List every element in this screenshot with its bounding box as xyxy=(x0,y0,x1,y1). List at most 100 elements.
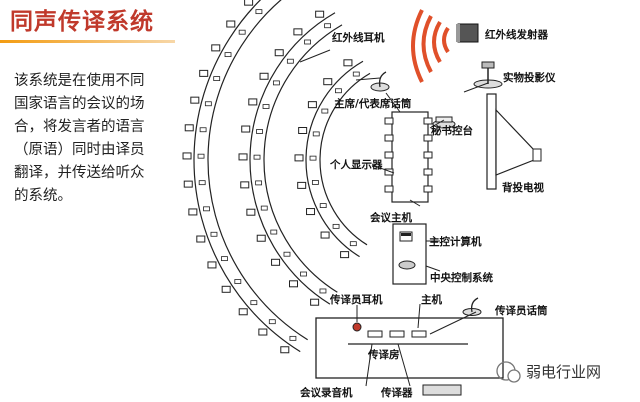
ir-transmitter-icon xyxy=(457,23,479,43)
projection-screen xyxy=(486,93,497,190)
seating-arc xyxy=(193,0,301,353)
desk-unit-icon xyxy=(384,117,394,125)
seat-unit-icon xyxy=(289,335,297,341)
document-camera-icon xyxy=(473,61,503,89)
seat-earphone-icon xyxy=(343,59,353,67)
seat-earphone-icon xyxy=(190,96,200,104)
label-main-control-computer: 主控计算机 xyxy=(429,235,482,248)
desk-unit-icon xyxy=(423,185,433,193)
desk-unit-icon xyxy=(423,151,433,159)
seat-unit-icon xyxy=(321,108,329,114)
seat-earphone-icon xyxy=(310,298,320,306)
seat-earphone-icon xyxy=(258,328,268,336)
seat-earphone-icon xyxy=(199,69,209,77)
audience-seats xyxy=(182,0,360,354)
seat-earphone-icon xyxy=(256,234,266,242)
interpreter-unit-icon xyxy=(389,330,405,338)
label-central-control-system: 中央控制系统 xyxy=(430,271,493,284)
seat-earphone-icon xyxy=(246,208,256,216)
seat-earphone-icon xyxy=(238,153,248,161)
seat-unit-icon xyxy=(199,127,207,133)
interpreter-booth xyxy=(315,317,504,379)
label-secretary-desk: 秘书控台 xyxy=(431,124,473,137)
seat-unit-icon xyxy=(213,76,221,81)
seat-earphone-icon xyxy=(274,49,284,57)
desk-unit-icon xyxy=(384,185,394,193)
label-interpreter-booth: 传译房 xyxy=(367,348,400,361)
seat-unit-icon xyxy=(304,39,311,45)
desk-unit-icon xyxy=(423,134,433,142)
seat-unit-icon xyxy=(224,52,232,58)
seating-arc xyxy=(249,12,336,305)
seat-earphone-icon xyxy=(340,251,350,259)
seat-earphone-icon xyxy=(184,124,194,132)
watermark: 弱电行业网 xyxy=(496,361,601,383)
label-conference-host: 会议主机 xyxy=(370,211,412,224)
seating-arc xyxy=(207,0,308,341)
seat-unit-icon xyxy=(283,251,291,257)
seat-unit-icon xyxy=(221,256,228,262)
seat-earphone-icon xyxy=(207,261,217,269)
interpreter-earphone-icon xyxy=(352,322,362,332)
seat-earphone-icon xyxy=(182,152,192,160)
description-line: 翻译，并传送给听众 xyxy=(14,165,145,181)
description-text: 该系统是在使用不同 国家语言的会议的场 合，将发言者的语言 （原语）同时由译员 … xyxy=(14,70,164,208)
seat-unit-icon xyxy=(210,231,218,237)
seat-earphone-icon xyxy=(280,346,290,354)
seat-unit-icon xyxy=(262,104,270,109)
seat-earphone-icon xyxy=(183,180,193,188)
label-conference-recorder: 会议录音机 xyxy=(300,386,353,399)
seat-earphone-icon xyxy=(297,181,307,189)
label-interpreter-mic: 传译员话筒 xyxy=(494,304,548,317)
label-rear-projection-tv: 背投电视 xyxy=(502,181,544,194)
seat-unit-icon xyxy=(319,203,327,208)
desk-unit-icon xyxy=(423,117,433,125)
description-line: 合，将发言者的语言 xyxy=(14,119,145,135)
seat-earphone-icon xyxy=(211,44,221,52)
projector-lens-icon xyxy=(532,148,542,162)
seat-unit-icon xyxy=(272,80,280,86)
conference-desk xyxy=(391,111,429,203)
seat-earphone-icon xyxy=(241,125,251,133)
seating-arc xyxy=(305,60,364,258)
desk-unit-icon xyxy=(384,151,394,159)
seat-unit-icon xyxy=(198,180,206,186)
label-ir-transmitter: 红外线发射器 xyxy=(485,28,548,41)
desk-units xyxy=(384,117,433,193)
seat-earphone-icon xyxy=(323,78,333,86)
seat-unit-icon xyxy=(270,229,278,235)
seat-unit-icon xyxy=(234,279,242,284)
seat-unit-icon xyxy=(255,9,263,15)
seat-earphone-icon xyxy=(306,208,316,216)
seat-unit-icon xyxy=(349,241,357,247)
seat-unit-icon xyxy=(311,180,319,185)
seat-earphone-icon xyxy=(238,308,248,316)
chair-mic-icon xyxy=(370,71,390,92)
computer-screen-icon xyxy=(401,233,411,236)
desk-unit-icon xyxy=(384,168,394,176)
rear-projection-tv-icon xyxy=(495,108,535,176)
description-line: （原语）同时由译员 xyxy=(14,142,145,158)
seat-earphone-icon xyxy=(320,231,330,239)
seat-unit-icon xyxy=(238,29,246,35)
seat-earphone-icon xyxy=(244,0,254,6)
seat-earphone-icon xyxy=(221,285,231,293)
desk-unit-icon xyxy=(423,168,433,176)
description-line: 该系统是在使用不同 xyxy=(14,73,145,89)
seat-earphone-icon xyxy=(226,20,236,28)
label-personal-display: 个人显示器 xyxy=(329,158,383,171)
desk-unit-icon xyxy=(384,134,394,142)
seat-unit-icon xyxy=(204,101,212,107)
description-line: 的系统。 xyxy=(14,188,72,204)
seat-unit-icon xyxy=(352,71,360,77)
seat-unit-icon xyxy=(253,154,261,160)
seat-earphone-icon xyxy=(298,126,308,134)
label-chair-delegate-mic: 主席/代表席话筒 xyxy=(334,97,412,110)
page-title: 同声传译系统 xyxy=(10,9,154,35)
interpreter-unit-icon xyxy=(367,330,383,338)
seat-unit-icon xyxy=(255,180,263,186)
seat-earphone-icon xyxy=(315,10,325,18)
watermark-text: 弱电行业网 xyxy=(526,363,601,381)
seat-unit-icon xyxy=(256,129,263,134)
